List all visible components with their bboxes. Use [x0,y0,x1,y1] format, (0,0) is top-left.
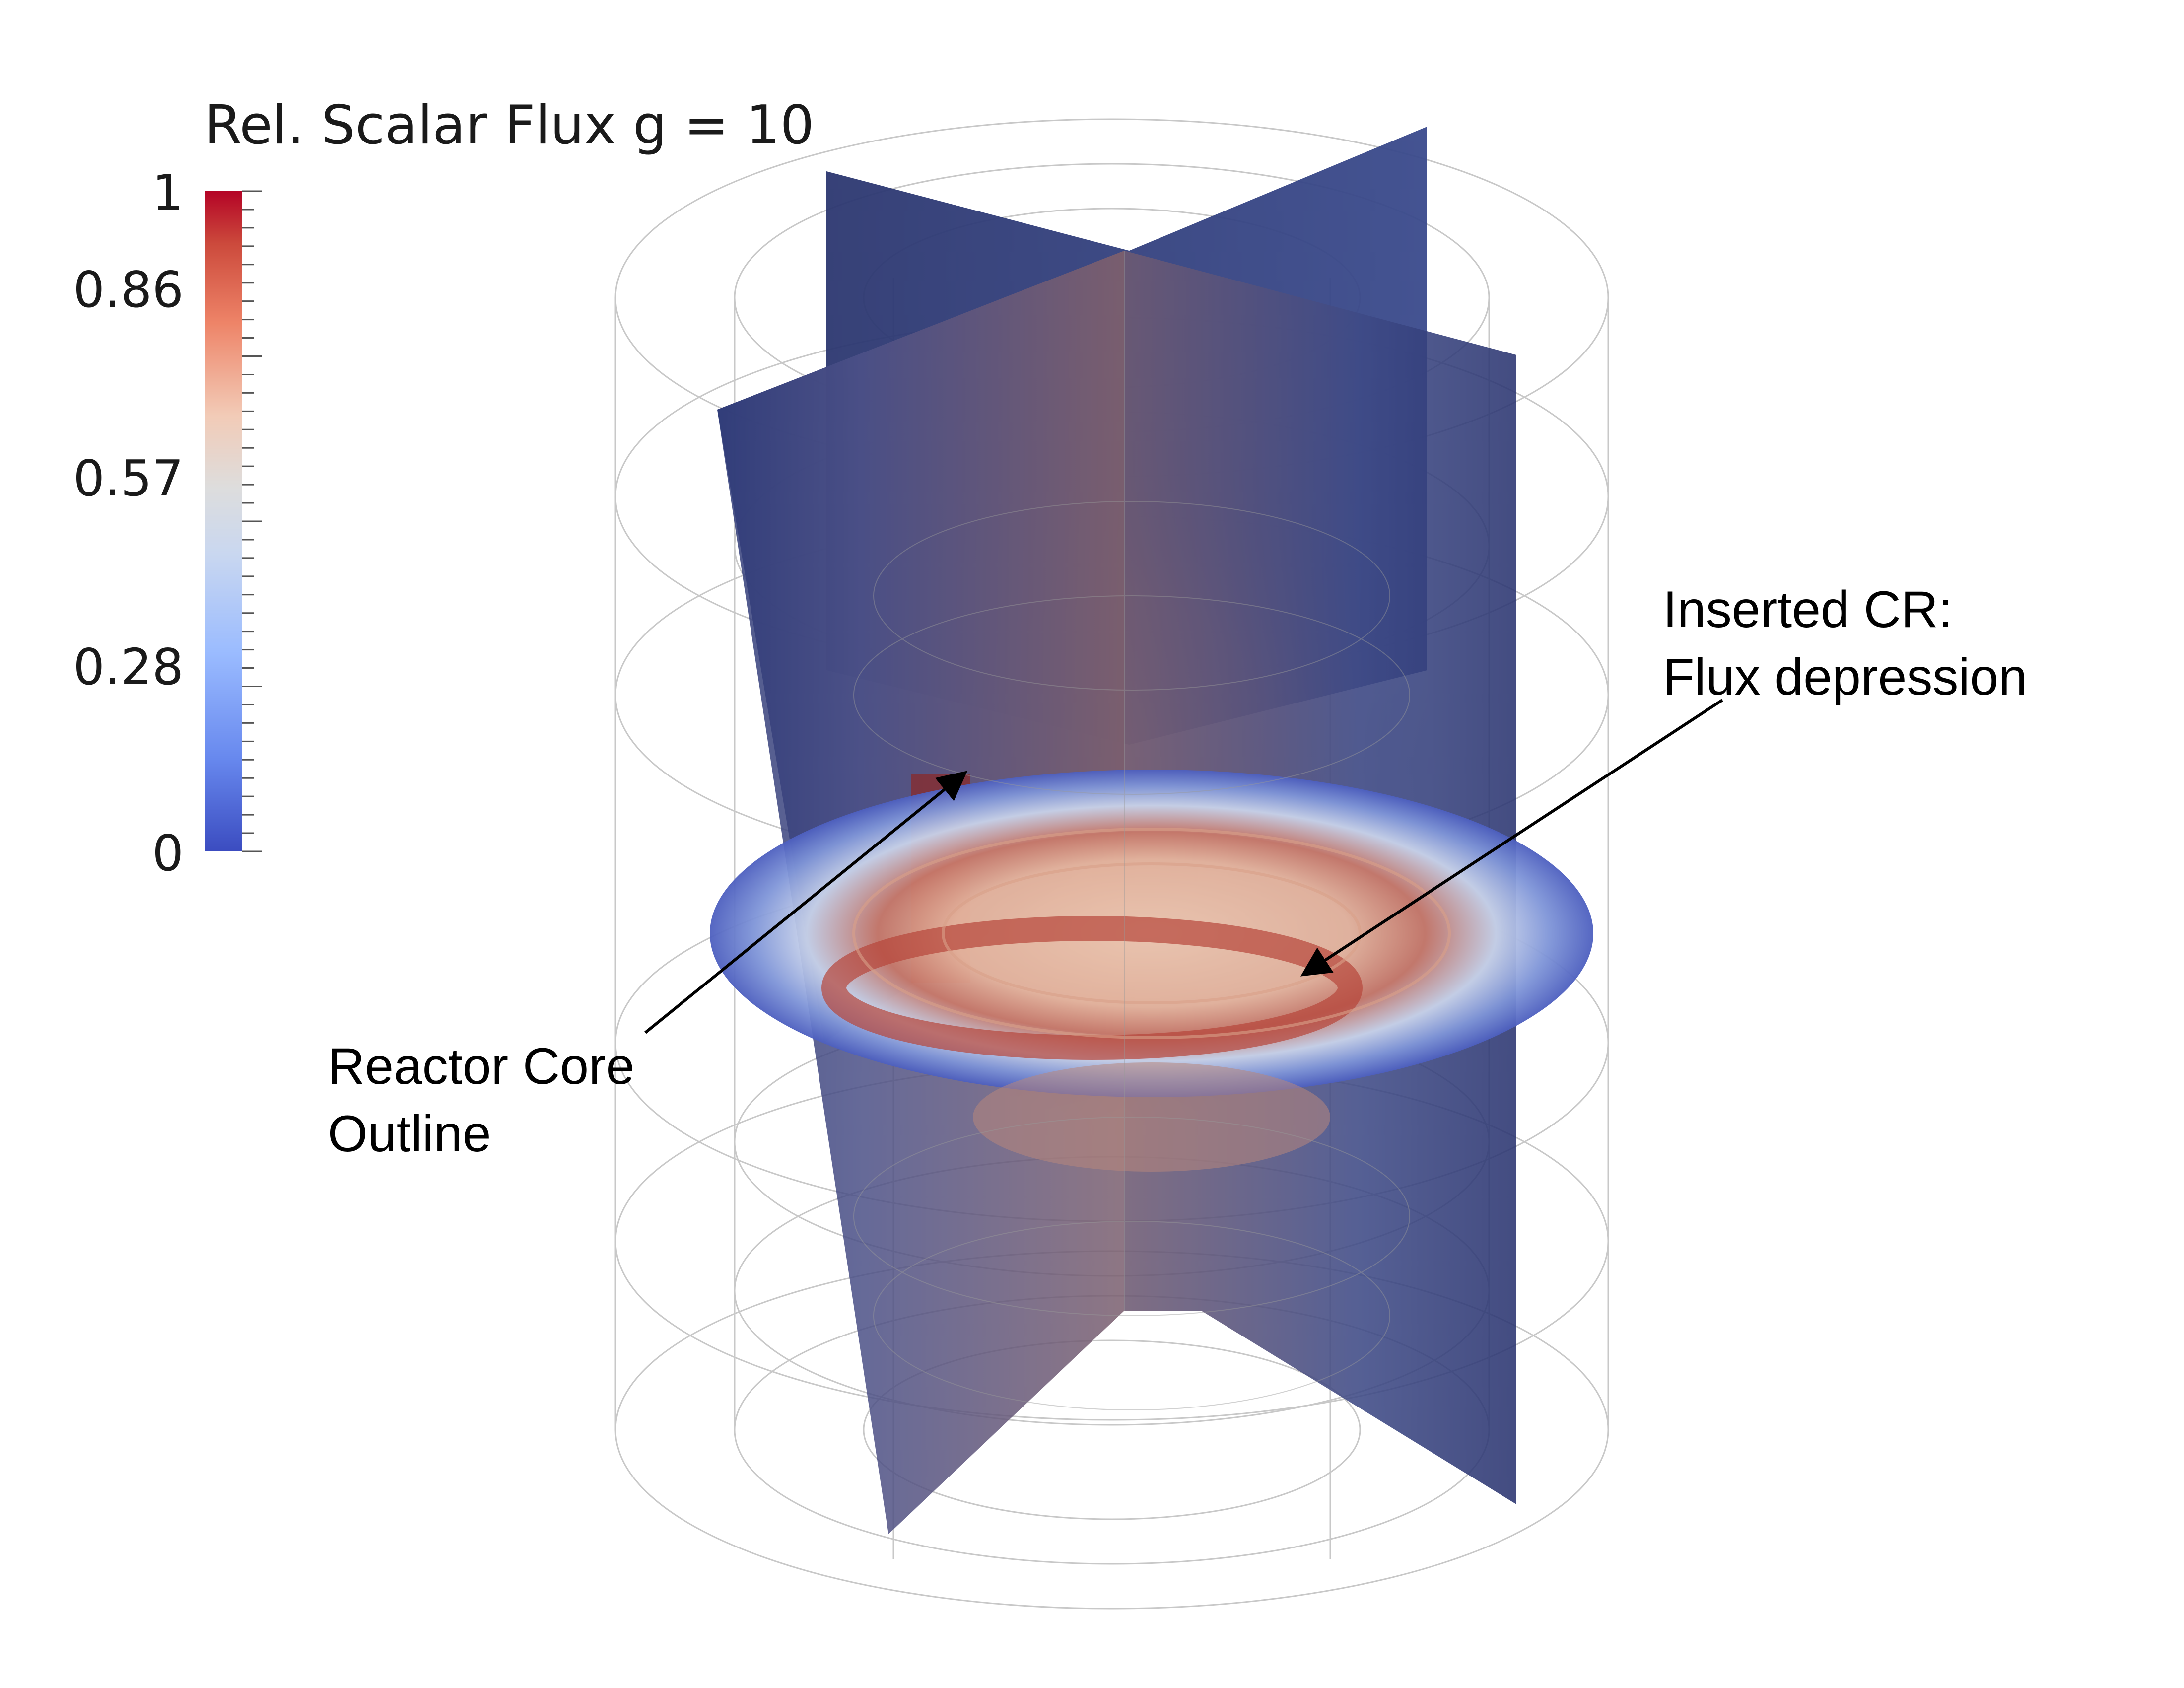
reactor-core-label: Reactor Core Outline [328,1033,634,1168]
control-rod-arrow [1300,699,1723,977]
colorbar [205,190,262,852]
reactor-core-arrow [644,771,968,1034]
colorbar-tick-label: 0 [152,824,184,882]
colorbar-tick-label: 0.57 [73,449,184,507]
control-rod-label-line1: Inserted CR: [1663,581,1953,638]
reactor-core-label-line1: Reactor Core [328,1038,635,1095]
colorbar-title: Rel. Scalar Flux g = 10 [205,94,815,156]
inner-mesh-lines [853,251,1410,1410]
control-rod-label: Inserted CR: Flux depression [1663,576,2027,711]
colorbar-tick-label: 1 [152,164,184,222]
horizontal-slice-disk [710,770,1593,1097]
colorbar-tick-label: 0.86 [73,261,184,319]
control-rod-label-line2: Flux depression [1663,648,2028,706]
reactor-core-label-line2: Outline [328,1105,491,1163]
lower-core-body [973,1062,1330,1172]
colorbar-tick-label: 0.28 [73,638,184,696]
